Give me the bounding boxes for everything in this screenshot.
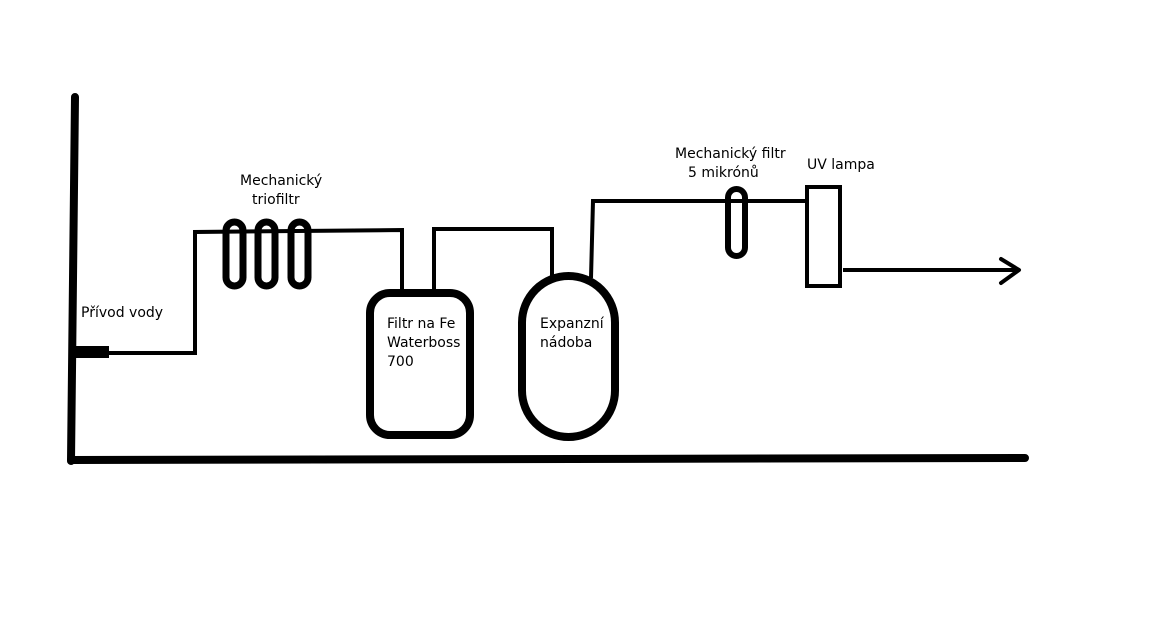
wall-line <box>67 93 79 465</box>
fe-filter-label-line2: Waterboss <box>387 335 461 351</box>
piping <box>109 199 1021 355</box>
fe-filter-label-line1: Filtr na Fe <box>387 316 456 332</box>
water-supply-label: Přívod vody <box>81 305 164 321</box>
floor-line <box>67 454 1029 464</box>
trio-filter-label-line2: triofiltr <box>252 192 300 208</box>
trio-coil-1 <box>222 218 247 290</box>
trio-filter-label-line1: Mechanický <box>240 173 323 189</box>
wall-and-floor <box>67 93 1029 465</box>
pipe-fe-to-expansion <box>432 227 554 292</box>
trio-coil-2 <box>254 218 279 290</box>
fe-filter-label-line3: 700 <box>387 354 414 370</box>
uv-lamp-label: UV lampa <box>807 157 875 173</box>
micron-filter-label-line2: 5 mikrónů <box>688 165 759 181</box>
trio-filter-coils <box>222 218 312 290</box>
micron-filter <box>725 186 748 259</box>
expansion-vessel-label-line2: nádoba <box>540 335 593 351</box>
pipe-expansion-to-micron <box>589 199 806 279</box>
uv-lamp-box <box>805 185 842 288</box>
outlet-arrowhead <box>999 257 1021 285</box>
water-inlet-stub <box>75 346 109 358</box>
fe-filter-tank <box>366 289 474 439</box>
expansion-vessel-label-line1: Expanzní <box>540 316 604 332</box>
trio-coil-3 <box>287 218 312 290</box>
pipe-inlet-to-trio <box>109 227 404 355</box>
expansion-vessel-tank <box>518 272 619 441</box>
micron-filter-label-line1: Mechanický filtr <box>675 146 786 162</box>
